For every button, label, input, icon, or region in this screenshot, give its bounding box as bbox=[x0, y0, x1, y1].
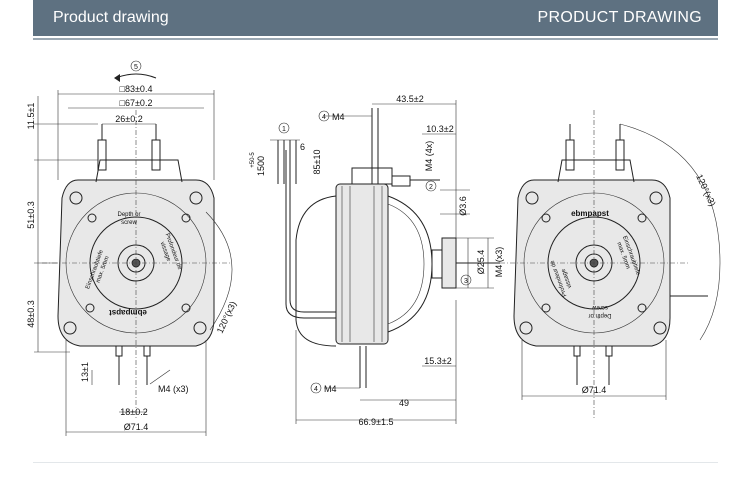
side-dim-6: 6 bbox=[300, 142, 305, 152]
front-dim-13: 13±1 bbox=[80, 362, 90, 382]
rotation-arrow bbox=[115, 73, 157, 79]
footer-divider bbox=[33, 462, 718, 463]
rear-label-depth: Depth or bbox=[588, 312, 611, 318]
section-header: Product drawing PRODUCT DRAWING bbox=[33, 0, 718, 36]
front-callout-5 bbox=[130, 60, 142, 72]
side-callout-3 bbox=[460, 274, 472, 286]
side-callout-4-top bbox=[318, 110, 330, 122]
side-coil-body bbox=[335, 183, 389, 345]
section-title-left: Product drawing bbox=[53, 9, 169, 26]
front-brand-logo: ebmpapst bbox=[109, 308, 147, 317]
rear-lug-plate bbox=[557, 159, 635, 183]
side-view: 1 2 3 4 4 M4 M4 43.5±2 10.3±2 6 85±10 15… bbox=[250, 94, 504, 427]
side-dim-66-9: 66.9±1.5 bbox=[359, 417, 394, 427]
front-dim-71-4: Ø71.4 bbox=[124, 422, 149, 432]
side-dim-1500-tol: +50-5 bbox=[250, 152, 256, 168]
side-dim-15-3: 15.3±2 bbox=[424, 356, 451, 366]
side-dim-49: 49 bbox=[399, 398, 409, 408]
front-label-screw: screw bbox=[121, 220, 137, 226]
side-cable bbox=[289, 150, 336, 313]
front-angle-arc bbox=[205, 211, 233, 331]
side-dim-10-3: 10.3±2 bbox=[426, 124, 453, 134]
front-dim-51: 51±0.3 bbox=[26, 201, 36, 228]
side-callout-4-top-label: 4 bbox=[322, 114, 326, 121]
rear-dim-71-4: Ø71.4 bbox=[582, 385, 607, 395]
rear-label-screw: screw bbox=[592, 304, 608, 310]
side-dim-3-6: Ø3.6 bbox=[458, 196, 468, 216]
side-m4-x4: M4 (4x) bbox=[424, 141, 434, 172]
front-dim-11-5: 11.5±1 bbox=[26, 103, 36, 130]
front-hole-tl bbox=[69, 191, 83, 205]
side-dim-25-4: Ø25.4 bbox=[476, 250, 486, 275]
front-lug-plate bbox=[95, 159, 183, 183]
section-title-right: PRODUCT DRAWING bbox=[537, 9, 702, 26]
side-callout-2 bbox=[425, 180, 437, 192]
front-hole-tr bbox=[189, 191, 203, 205]
front-dim-48: 48±0.3 bbox=[26, 300, 36, 327]
front-hole-br bbox=[193, 321, 207, 335]
side-dim-85: 85±10 bbox=[312, 150, 322, 175]
side-callout-1 bbox=[278, 122, 290, 134]
side-callout-4-bottom-label: 4 bbox=[314, 386, 318, 393]
side-m4-bottom: M4 bbox=[324, 384, 337, 394]
side-winding bbox=[387, 195, 433, 333]
front-callout-5-label: 5 bbox=[134, 64, 138, 71]
side-m4-top: M4 bbox=[332, 112, 345, 122]
side-bracket bbox=[295, 195, 337, 347]
side-dim-43-5: 43.5±2 bbox=[396, 94, 423, 104]
front-terminal-right bbox=[151, 139, 161, 171]
front-dim-83: □83±0.4 bbox=[120, 84, 153, 94]
side-callout-4-bottom bbox=[310, 382, 322, 394]
front-dim-18: 18±0.2 bbox=[120, 407, 147, 417]
side-callout-2-label: 2 bbox=[429, 184, 433, 191]
header-divider bbox=[33, 38, 718, 40]
front-screw-label: M4 (x3) bbox=[158, 384, 189, 394]
side-shaft-collar bbox=[431, 249, 443, 279]
rear-angle-arc bbox=[619, 123, 721, 341]
side-m4-x3: M4 (x3) bbox=[494, 247, 504, 278]
front-hole-bl bbox=[63, 321, 77, 335]
rear-angle-label: 120°(x3) bbox=[694, 173, 717, 208]
front-dim-26: 26±0.2 bbox=[115, 114, 142, 124]
front-view: 5 □83±0.4 □67±0.2 26±0.2 11.5±1 51±0.3 4… bbox=[26, 60, 238, 436]
side-callout-1-label: 1 bbox=[282, 126, 286, 133]
rear-view: 120°(x3) ebmpapst Ø71.4 Depth or screw P… bbox=[500, 110, 721, 420]
side-callout-3-label: 3 bbox=[464, 278, 468, 285]
side-dim-1500: 1500 bbox=[256, 156, 266, 176]
front-dim-67: □67±0.2 bbox=[120, 98, 153, 108]
front-label-depth: Depth or bbox=[117, 212, 140, 218]
rear-brand-logo: ebmpapst bbox=[571, 209, 609, 218]
side-hub bbox=[441, 237, 457, 289]
